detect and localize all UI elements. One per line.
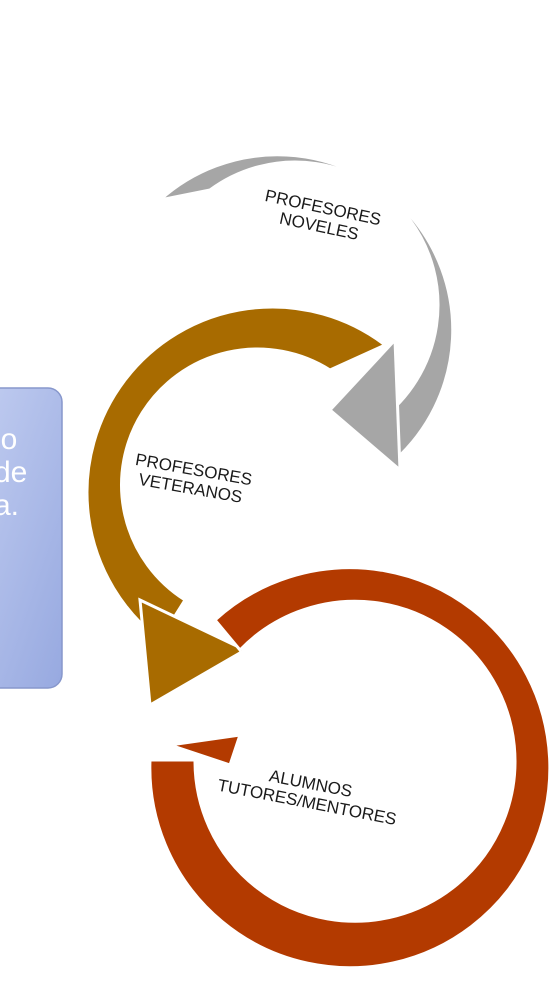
cycle-arrow-noveles: [154, 153, 455, 474]
side-box-line: lo: [0, 423, 18, 456]
cycle-arrow-alumnos: [148, 566, 552, 970]
side-box-line: a.: [0, 489, 20, 522]
cycle-arrow-veteranos: [85, 305, 388, 708]
side-box-text: lo de a.: [0, 423, 60, 522]
side-box-line: de: [0, 456, 28, 489]
side-text-box: [0, 387, 63, 689]
